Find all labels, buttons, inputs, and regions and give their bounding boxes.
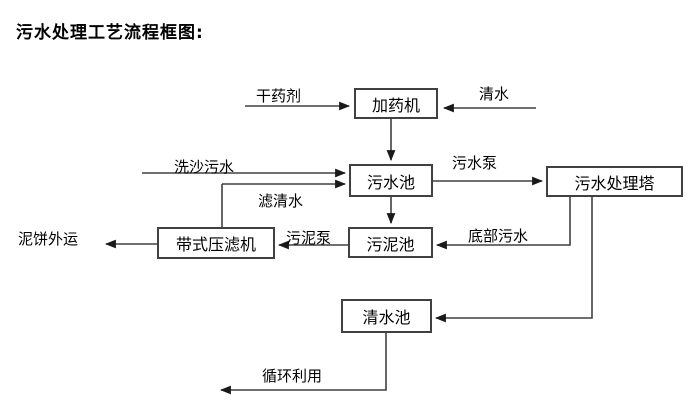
edge-label-filtered-water: 滤清水 [258, 192, 304, 210]
edge-label-dry-chemical: 干药剂 [256, 87, 302, 105]
edge-label-bottom-sewage: 底部污水 [468, 227, 529, 245]
edge-bottom-sewage-arrow [435, 197, 571, 250]
node-dosing-machine-label: 加药机 [371, 95, 420, 115]
node-clean-water-pool-label: 清水池 [362, 308, 411, 327]
node-belt-filter-press-label: 带式压滤机 [175, 235, 256, 254]
node-sewage-treatment-tower: 污水处理塔 [546, 166, 683, 197]
node-sewage-pool-label: 污水池 [366, 172, 415, 192]
node-sewage-pool: 污水池 [349, 164, 433, 197]
node-sewage-treatment-tower-label: 污水处理塔 [574, 173, 655, 193]
edge-label-clean-water: 清水 [479, 85, 510, 103]
edge-recycle-arrow [219, 333, 387, 395]
edge-label-sewage-pump: 污水泵 [452, 154, 498, 172]
edge-label-sludge-pump: 污泥泵 [286, 229, 332, 247]
node-sludge-pool-label: 污泥池 [366, 234, 415, 254]
edge-tower-to-cleanpool-arrow [434, 197, 593, 323]
node-belt-filter-press: 带式压滤机 [157, 227, 275, 259]
node-dosing-machine: 加药机 [354, 88, 438, 119]
node-clean-water-pool: 清水池 [341, 299, 432, 333]
edge-label-recycle-use: 循环利用 [262, 367, 323, 385]
edge-label-sand-washing-sewage: 洗沙污水 [174, 158, 235, 176]
page-title: 污水处理工艺流程框图: [16, 23, 204, 43]
node-sludge-pool: 污泥池 [348, 227, 433, 258]
edge-label-mud-cake-transport: 泥饼外运 [18, 230, 79, 248]
